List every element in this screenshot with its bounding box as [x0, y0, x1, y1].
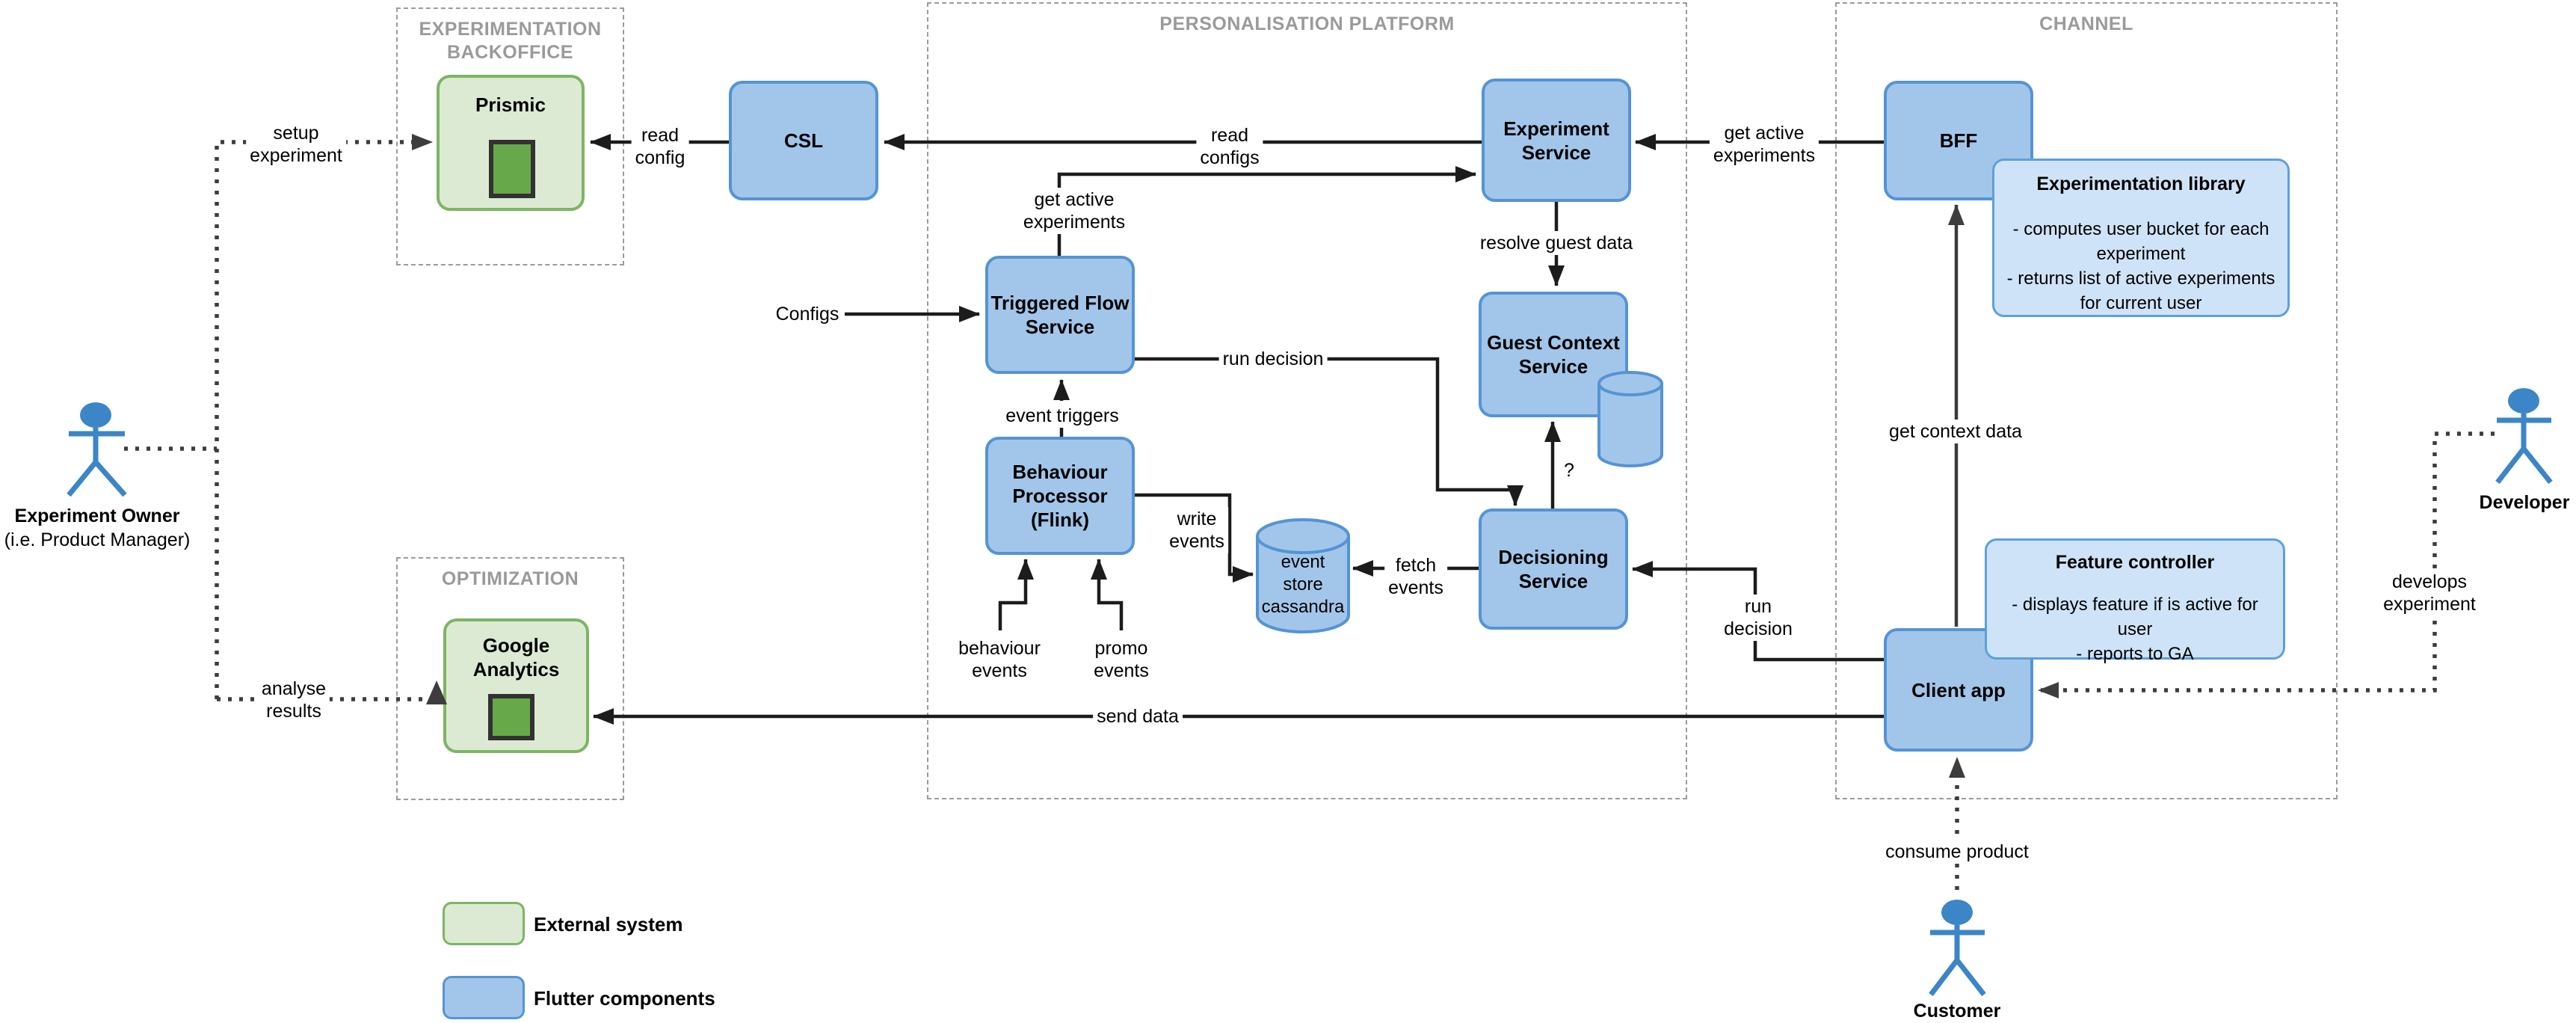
note-experimentation-library[interactable]: Experimentation library - computes user … [1992, 159, 2290, 317]
edge-label-get-active-experiments-left[interactable]: get active experiments [1019, 188, 1130, 234]
edge-develops-experiment[interactable] [2038, 431, 2495, 698]
event-store-label: event store cassandra [1261, 552, 1345, 617]
edge-run-decision-mid[interactable] [1135, 357, 1523, 506]
edge-label-setup-experiment[interactable]: setup experiment [246, 121, 346, 168]
node-behaviour-processor-label: Behaviour Processor (Flink) [1012, 461, 1108, 531]
legend-label-flutter-components: Flutter components [534, 987, 715, 1010]
node-google-analytics[interactable]: Google Analytics [443, 618, 589, 753]
edge-promo-events[interactable] [1091, 559, 1124, 630]
edge-label-write-events[interactable]: write events [1165, 507, 1228, 553]
node-csl-label: CSL [784, 129, 823, 152]
node-decisioning-service[interactable]: Decisioning Service [1479, 509, 1628, 630]
group-title-optimization: OPTIMIZATION [441, 568, 579, 589]
node-behaviour-processor[interactable]: Behaviour Processor (Flink) [985, 437, 1135, 555]
group-channel[interactable]: CHANNEL [1835, 2, 2338, 799]
note-feature-controller-body: - displays feature if is active for user… [2012, 595, 2258, 664]
actor-experiment-owner[interactable] [67, 402, 127, 497]
edge-setup-experiment[interactable] [215, 134, 433, 699]
edge-write-events[interactable] [1135, 493, 1254, 583]
actor-customer[interactable] [1929, 900, 1986, 997]
actor-developer[interactable] [2495, 388, 2553, 485]
note-feature-controller[interactable]: Feature controller - displays feature if… [1985, 538, 2285, 664]
group-personalisation-platform[interactable]: PERSONALISATION PLATFORM [927, 2, 1687, 799]
edge-label-get-context-data[interactable]: get context data [1885, 420, 2026, 443]
edge-label-run-decision-mid[interactable]: run decision [1218, 347, 1328, 371]
edge-label-send-data[interactable]: send data [1093, 704, 1183, 728]
node-csl[interactable]: CSL [729, 81, 878, 200]
edge-label-behaviour-events[interactable]: behaviour events [955, 636, 1044, 683]
note-feature-controller-title: Feature controller [2055, 552, 2215, 573]
edge-label-read-configs[interactable]: read configs [1196, 123, 1263, 170]
note-experimentation-library-title: Experimentation library [2036, 173, 2246, 194]
google-analytics-app-icon [488, 694, 534, 740]
node-experiment-service-label: Experiment Service [1503, 117, 1609, 164]
actor-customer-label: Customer [1913, 1001, 2001, 1022]
analyse-results-arrowhead [426, 681, 447, 704]
note-experimentation-library-body: - computes user bucket for each experime… [2006, 219, 2275, 313]
group-optimization[interactable]: OPTIMIZATION [396, 557, 624, 800]
node-triggered-flow-service-label: Triggered Flow Service [990, 292, 1130, 338]
node-triggered-flow-service[interactable]: Triggered Flow Service [985, 256, 1135, 374]
actor-experiment-owner-label: Experiment Owner [14, 506, 180, 526]
edge-label-run-decision-right[interactable]: run decision [1720, 595, 1796, 641]
prismic-app-icon [489, 140, 535, 198]
node-google-analytics-label: Google Analytics [472, 634, 560, 681]
node-client-app-label: Client app [1911, 678, 2006, 701]
edge-label-develops-experiment[interactable]: develops experiment [2356, 570, 2503, 616]
guest-context-db-cylinder[interactable] [1597, 371, 1663, 467]
node-decisioning-service-label: Decisioning Service [1498, 546, 1609, 592]
actor-experiment-owner-sublabel: (i.e. Product Manager) [4, 529, 191, 550]
edge-label-event-triggers[interactable]: event triggers [1002, 404, 1123, 428]
edge-label-read-config[interactable]: read config [631, 123, 689, 170]
node-prismic[interactable]: Prismic [437, 75, 585, 211]
edge-label-consume-product[interactable]: consume product [1882, 840, 2033, 864]
group-experimentation-backoffice[interactable]: EXPERIMENTATION BACKOFFICE [396, 7, 624, 265]
group-title-channel: CHANNEL [2039, 13, 2133, 34]
edge-behaviour-events[interactable] [998, 559, 1034, 630]
node-experiment-service[interactable]: Experiment Service [1482, 79, 1631, 202]
group-title-experimentation-backoffice: EXPERIMENTATION BACKOFFICE [419, 19, 602, 63]
edge-label-analyse-results[interactable]: analyse results [257, 677, 330, 723]
legend-swatch-external-system[interactable] [443, 902, 525, 945]
node-guest-context-service-label: Guest Context Service [1487, 331, 1620, 378]
legend-label-external-system: External system [534, 913, 683, 936]
node-bff-label: BFF [1939, 129, 1978, 152]
node-prismic-label: Prismic [475, 93, 546, 116]
actor-developer-label: Developer [2479, 492, 2570, 513]
edge-label-question-mark[interactable]: ? [1560, 458, 1578, 482]
edge-label-fetch-events[interactable]: fetch events [1384, 553, 1447, 600]
legend-swatch-flutter-components[interactable] [443, 976, 525, 1019]
event-store-cylinder[interactable] [1256, 518, 1350, 633]
edge-label-configs[interactable]: Configs [771, 302, 843, 326]
edge-label-promo-events[interactable]: promo events [1090, 636, 1153, 683]
edge-label-resolve-guest-data[interactable]: resolve guest data [1476, 231, 1637, 255]
edge-label-get-active-experiments-right[interactable]: get active experiments [1709, 121, 1819, 168]
group-title-personalisation-platform: PERSONALISATION PLATFORM [1159, 13, 1455, 34]
